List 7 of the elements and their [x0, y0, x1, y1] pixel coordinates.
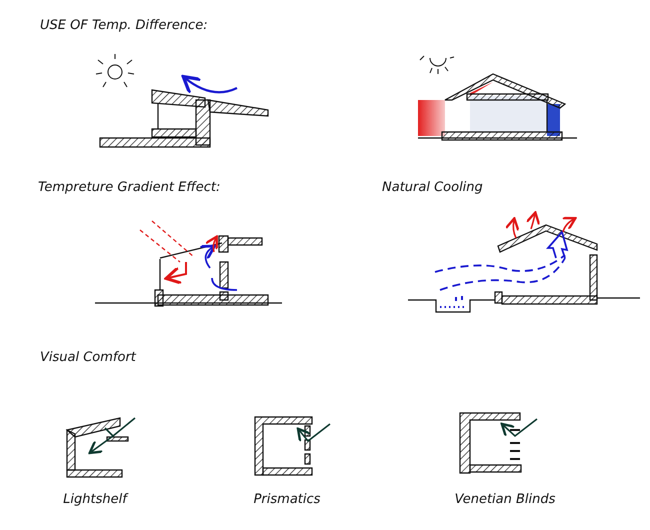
section-heading: Visual Comfort [40, 350, 136, 365]
drawing-caption: Venetian Blinds [454, 492, 556, 507]
drawing-caption: Prismatics [254, 492, 320, 507]
section-heading: USE OF Temp. Difference: [40, 18, 208, 33]
section-heading: Natural Cooling [382, 180, 483, 195]
drawing-caption: Lightshelf [63, 492, 127, 507]
section-heading: Tempreture Gradient Effect: [38, 180, 220, 195]
